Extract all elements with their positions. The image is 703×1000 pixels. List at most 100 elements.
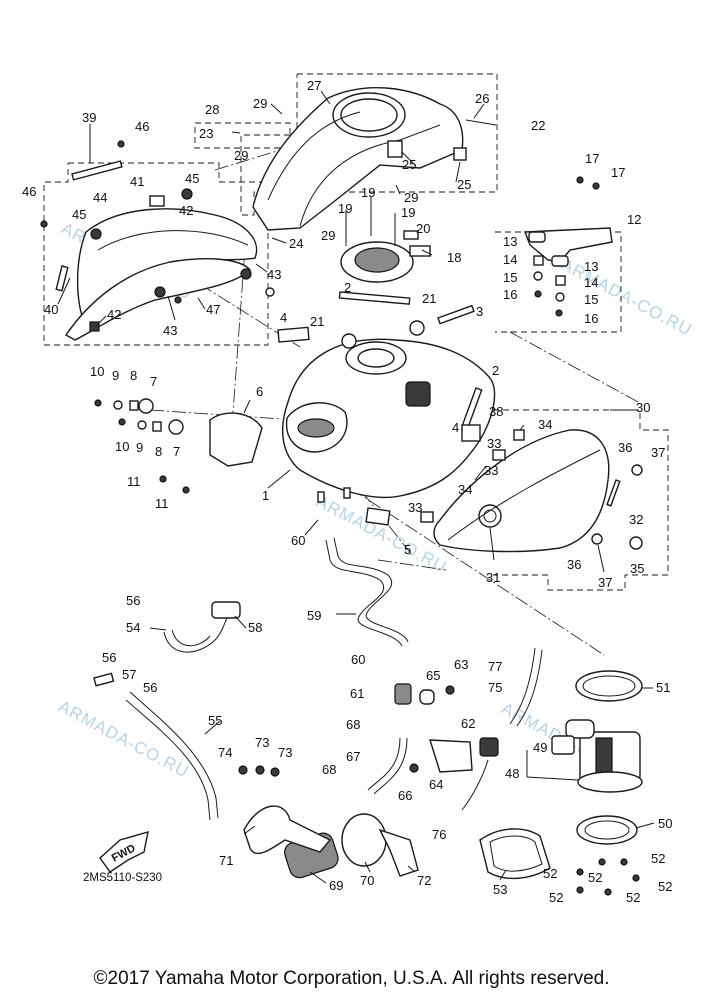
- callout-57: 57: [122, 667, 136, 682]
- callout-65: 65: [426, 668, 440, 683]
- callout-52: 52: [651, 851, 665, 866]
- copyright-notice: ©2017 Yamaha Motor Corporation, U.S.A. A…: [93, 968, 610, 989]
- leader-line: [421, 249, 433, 256]
- callout-6: 6: [256, 384, 263, 399]
- key-18: [409, 245, 431, 257]
- callout-53: 53: [493, 882, 507, 897]
- callout-76: 76: [432, 827, 446, 842]
- callout-25: 25: [457, 177, 471, 192]
- washer-15: [555, 292, 565, 302]
- tank-grommet: [409, 320, 425, 336]
- trim-strip-40: [55, 265, 69, 292]
- callout-73: 73: [278, 745, 292, 760]
- bolt-52: [598, 858, 606, 866]
- callout-16: 16: [503, 287, 517, 302]
- callout-42: 42: [179, 203, 193, 218]
- emblem-31: [478, 504, 502, 528]
- callout-9: 9: [136, 440, 143, 455]
- bolt-52: [632, 874, 640, 882]
- callout-46: 46: [135, 119, 149, 134]
- clip-33: [492, 449, 506, 461]
- callout-11: 11: [155, 496, 169, 511]
- callout-14: 14: [503, 252, 517, 267]
- leader-line: [407, 865, 416, 873]
- collar-8: [152, 421, 162, 432]
- callout-59: 59: [307, 608, 321, 623]
- tank-cover: [252, 87, 467, 231]
- clip-34: [513, 429, 525, 441]
- hose-59: [325, 539, 403, 647]
- callout-55: 55: [208, 713, 222, 728]
- callout-32: 32: [629, 512, 643, 527]
- callout-13: 13: [503, 234, 517, 249]
- collar-8: [129, 400, 139, 411]
- center-line: [149, 409, 283, 420]
- bolt-52: [604, 888, 612, 896]
- callout-49: 49: [533, 740, 547, 755]
- ring-50: [576, 815, 638, 845]
- leader-line: [234, 615, 247, 629]
- callout-34: 34: [538, 417, 552, 432]
- leader-line: [401, 151, 416, 166]
- bolt-74: [238, 765, 248, 775]
- fuel-tank: [277, 291, 496, 526]
- leader-line: [149, 627, 167, 631]
- leader-line: [243, 825, 256, 835]
- callout-22: 22: [531, 118, 545, 133]
- group-box-30: [493, 409, 669, 591]
- leader-line: [465, 119, 497, 126]
- callout-5: 5: [404, 542, 411, 557]
- band-70: [341, 813, 387, 867]
- clamp-65: [419, 689, 435, 705]
- callout-33: 33: [484, 463, 498, 478]
- trim-strip-41: [71, 160, 123, 181]
- hose-77: [509, 647, 536, 725]
- callout-54: 54: [126, 620, 140, 635]
- hose-55: [125, 699, 211, 821]
- screw: [174, 296, 182, 304]
- callout-47: 47: [206, 302, 220, 317]
- callout-33: 33: [487, 436, 501, 451]
- pump-mount-center: [297, 418, 335, 438]
- damper-3: [437, 304, 475, 325]
- tank-cover-clip: [453, 147, 467, 161]
- grommet-35: [629, 536, 643, 550]
- callout-4: 4: [452, 420, 459, 435]
- callout-64: 64: [429, 777, 443, 792]
- callout-7: 7: [150, 374, 157, 389]
- leader-line: [473, 103, 485, 119]
- bolt-17: [576, 176, 584, 184]
- callout-56: 56: [102, 650, 116, 665]
- grommet: [154, 286, 166, 298]
- tank-grommet: [341, 333, 357, 349]
- fwd-arrow-shape: [99, 831, 149, 873]
- callout-52: 52: [626, 890, 640, 905]
- side-cover-grommet: [89, 321, 100, 332]
- side-covers: [40, 140, 275, 341]
- bolt-73: [255, 765, 265, 775]
- callout-62: 62: [461, 716, 475, 731]
- callout-73: 73: [255, 735, 269, 750]
- callout-11: 11: [127, 474, 141, 489]
- callout-41: 41: [130, 174, 144, 189]
- callout-31: 31: [486, 570, 500, 585]
- tank-bracket: [94, 398, 263, 494]
- rear-cover: [420, 429, 643, 553]
- damper-13: [528, 231, 546, 243]
- callout-12: 12: [627, 212, 641, 227]
- bracket-assembly: [523, 176, 613, 317]
- callout-68: 68: [346, 717, 360, 732]
- label-4: [277, 326, 310, 343]
- hose-67: [367, 737, 401, 791]
- callout-25: 25: [402, 157, 416, 172]
- leader-line: [243, 399, 251, 414]
- callout-18: 18: [447, 250, 461, 265]
- callout-71: 71: [219, 853, 233, 868]
- callout-44: 44: [93, 190, 107, 205]
- screw: [40, 220, 48, 228]
- callout-52: 52: [549, 890, 563, 905]
- callout-2: 2: [344, 280, 351, 295]
- watermark: ARMADA-CO.RU: [313, 492, 450, 577]
- leader-line: [364, 861, 371, 873]
- bracket-71: [243, 805, 332, 855]
